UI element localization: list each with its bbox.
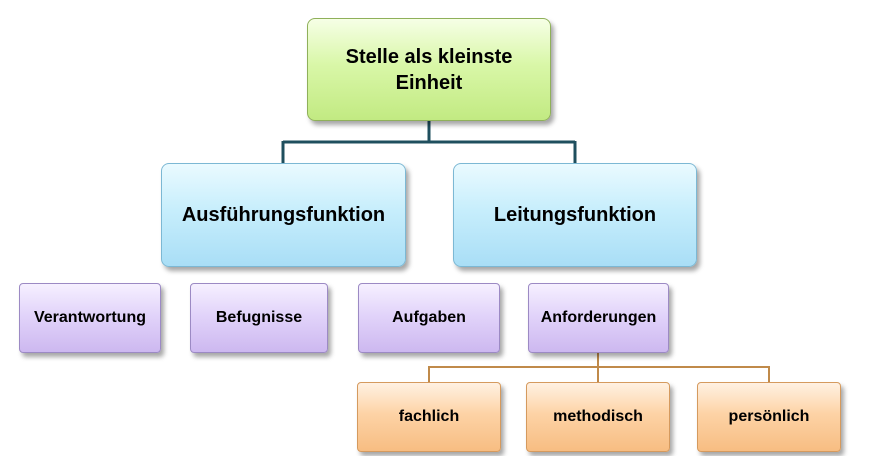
attribute-label: Verantwortung: [33, 309, 146, 326]
requirement-node-methodisch: methodisch: [526, 382, 670, 452]
requirement-node-persoenlich: persönlich: [697, 382, 841, 452]
root-node-stelle: Stelle als kleinste Einheit: [307, 18, 551, 121]
attribute-label: Anforderungen: [540, 309, 657, 326]
attribute-node-aufgaben: Aufgaben: [358, 283, 500, 353]
function-label: Leitungsfunktion: [493, 203, 657, 226]
attribute-node-anforderungen: Anforderungen: [528, 283, 669, 353]
root-label-line2: Einheit: [395, 71, 463, 94]
requirement-label: fachlich: [398, 408, 460, 425]
requirement-label: methodisch: [553, 408, 643, 425]
requirement-label: persönlich: [728, 408, 810, 425]
function-node-leitung: Leitungsfunktion: [453, 163, 697, 267]
attribute-node-befugnisse: Befugnisse: [190, 283, 328, 353]
requirement-node-fachlich: fachlich: [357, 382, 501, 452]
function-node-ausfuehrung: Ausführungsfunktion: [161, 163, 406, 267]
attribute-node-verantwortung: Verantwortung: [19, 283, 161, 353]
attribute-label: Befugnisse: [215, 309, 303, 326]
root-label-line1: Stelle als kleinste: [345, 45, 513, 68]
function-label: Ausführungsfunktion: [181, 203, 386, 226]
attribute-label: Aufgaben: [392, 309, 466, 326]
